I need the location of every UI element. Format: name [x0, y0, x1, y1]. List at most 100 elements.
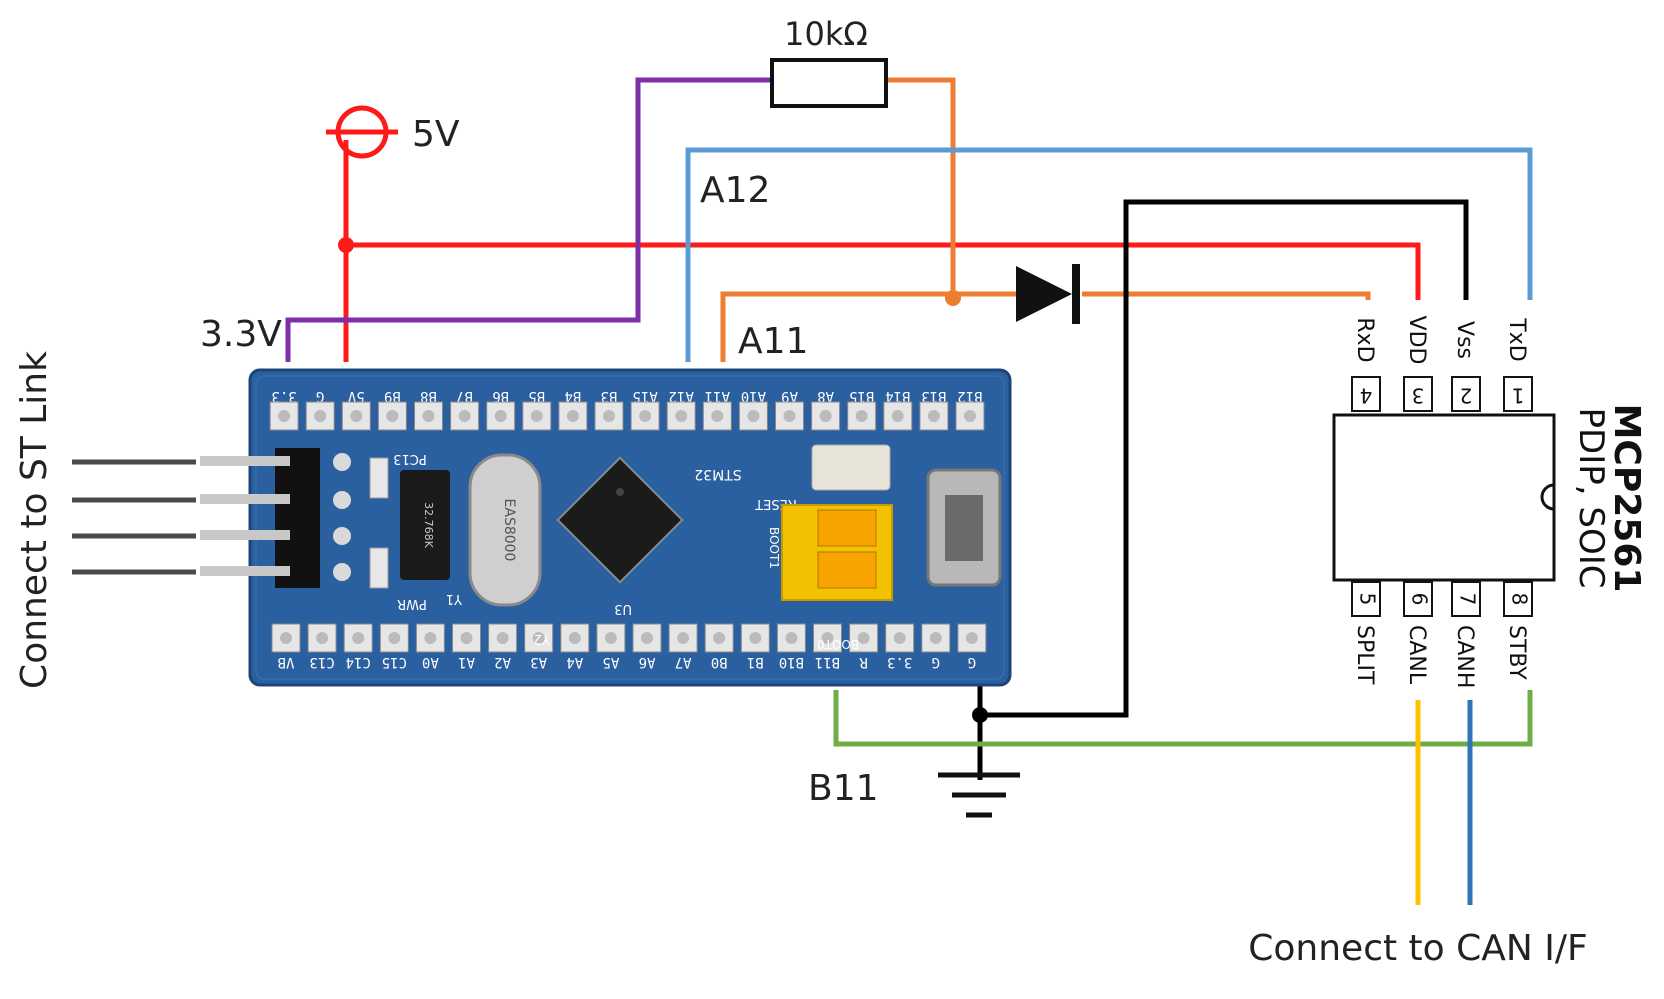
board-bottom-pin-label: VB	[278, 654, 295, 670]
board-bottom-pad-hole	[965, 632, 978, 644]
board-bottom-pad-hole	[641, 632, 653, 644]
silk-boot1: BOOT1	[767, 527, 781, 569]
chip-body	[1332, 413, 1556, 582]
diode-symbol	[1016, 264, 1080, 324]
board-top-pin-label: B8	[420, 388, 437, 404]
chip-top-pin-number: 2	[1460, 384, 1473, 408]
board-top-pin-label: B15	[849, 388, 874, 404]
board-top-pad-hole	[494, 410, 507, 422]
a12-label: A12	[700, 170, 770, 211]
board-top-pin-label: 5V	[347, 388, 364, 404]
resistor-symbol	[770, 58, 888, 108]
chip-bottom-pin-box	[1451, 581, 1481, 617]
board-bottom-pad-hole	[280, 632, 292, 644]
reset-button	[811, 444, 891, 491]
wire-a12	[685, 147, 1533, 362]
board-top-pin-label: A9	[781, 388, 798, 404]
board-bottom-pad	[668, 623, 698, 653]
usb-connector	[926, 468, 1002, 587]
board-bottom-pad-hole	[460, 632, 473, 644]
board-bottom-pad-hole	[316, 632, 329, 644]
board-top-pin-label: B14	[885, 388, 910, 404]
board-bottom-pin-label: B10	[779, 654, 804, 670]
chip-package: PDIP, SOIC	[1571, 408, 1611, 589]
chip-top-pin-number: 4	[1360, 384, 1373, 408]
board-top-pad-hole	[566, 410, 579, 422]
board-top-pad-hole	[458, 410, 471, 422]
board-top-pad-hole	[819, 410, 832, 422]
can-if-label: Connect to CAN I/F	[1248, 928, 1587, 969]
board-top-pin-label: B4	[564, 388, 581, 404]
board-bottom-pad-hole	[496, 632, 509, 644]
board-top-pad-hole	[964, 410, 976, 422]
board-bottom-pad-hole	[893, 632, 906, 644]
board-top-pin-label: B5	[528, 388, 545, 404]
silk-crystal: EAS8000	[501, 499, 517, 562]
board-bottom-pad-hole	[929, 632, 942, 644]
silk-pwr: PWR	[397, 596, 427, 611]
chip-top-pin-number: 3	[1412, 384, 1425, 408]
board-top-pin-label: B3	[601, 388, 618, 404]
wires	[72, 77, 1533, 905]
wire-b11	[833, 690, 1533, 747]
chip-bottom-pin-number: 7	[1456, 593, 1480, 606]
silk-pc13: PC13	[393, 451, 426, 466]
board-top-pin-label: B6	[492, 388, 509, 404]
wire-gnd-vss	[977, 199, 1469, 718]
chip-bottom-pin-name: SPLIT	[1352, 625, 1377, 685]
chip-top-pin-name: RxD	[1352, 317, 1377, 362]
board-bottom-pin-label: A5	[602, 654, 619, 670]
chip-top-pin-box	[1451, 376, 1481, 412]
chip-top-pin-name: VDD	[1404, 316, 1429, 365]
wire-a11	[720, 291, 1040, 362]
board-top-pin-label: B12	[957, 388, 982, 404]
board-bottom-pin-label: R	[859, 654, 868, 670]
board-bottom-pin-label: A4	[566, 654, 583, 670]
resistor-label: 10kΩ	[784, 15, 868, 53]
board-top-pads	[269, 401, 985, 431]
board-top-pin-label: B9	[384, 388, 401, 404]
boot-jumpers	[781, 504, 893, 601]
board-bottom-pin-label: A3	[530, 654, 547, 670]
board-bottom-pin-label: G	[968, 654, 976, 670]
mcu-chip	[556, 456, 684, 584]
chip-top-pin-name: Vss	[1452, 321, 1477, 359]
chip-bottom-pin-number: 5	[1356, 593, 1380, 606]
board-top-pad-hole	[422, 410, 435, 422]
board-bottom-pad-hole	[568, 632, 581, 644]
board-top-pad-hole	[639, 410, 652, 422]
xtal-32k	[400, 470, 450, 580]
board-top-pin-label: G	[316, 388, 324, 404]
chip-top-pin-box	[1503, 376, 1533, 412]
board-bottom-pad-hole	[532, 632, 545, 644]
chip-top-pin-name: TxD	[1504, 317, 1529, 361]
chip-bottom-pin-number: 6	[1408, 593, 1432, 606]
board-top-pad-hole	[891, 410, 904, 422]
chip-bottom-pin-box	[1503, 581, 1533, 617]
ground-symbol	[938, 772, 1020, 818]
board-bottom-pad-hole	[785, 632, 798, 644]
board-top-pin-label: 3.3	[271, 388, 296, 404]
board-bottom-pad	[307, 623, 337, 653]
board-bottom-pad-hole	[857, 632, 870, 644]
stm32-board: B12B13B14B15A8A9A10A11A12A15B3B4B5B6B7B8…	[200, 368, 1012, 687]
chip-top-pin-box	[1351, 376, 1381, 412]
board-bottom-pad	[776, 623, 806, 653]
board-bottom-pad-hole	[388, 632, 401, 644]
board-bottom-pad-hole	[713, 632, 726, 644]
board-bottom-pin-label: B1	[747, 654, 764, 670]
board-bottom-pad-hole	[352, 632, 365, 644]
board-top-pad-hole	[530, 410, 543, 422]
chip-name: MCP2561	[1606, 404, 1647, 593]
supply-3v3-label: 3.3V	[200, 314, 282, 355]
board-bottom-pad-hole	[604, 632, 617, 644]
chip-bottom-pin-name: CANL	[1404, 625, 1429, 685]
board-top-pad-hole	[278, 410, 291, 422]
chip-bottom-pin-box	[1403, 581, 1433, 617]
board-bottom-pin-label: C13	[309, 654, 334, 670]
board-top-pin-label: B7	[456, 388, 473, 404]
